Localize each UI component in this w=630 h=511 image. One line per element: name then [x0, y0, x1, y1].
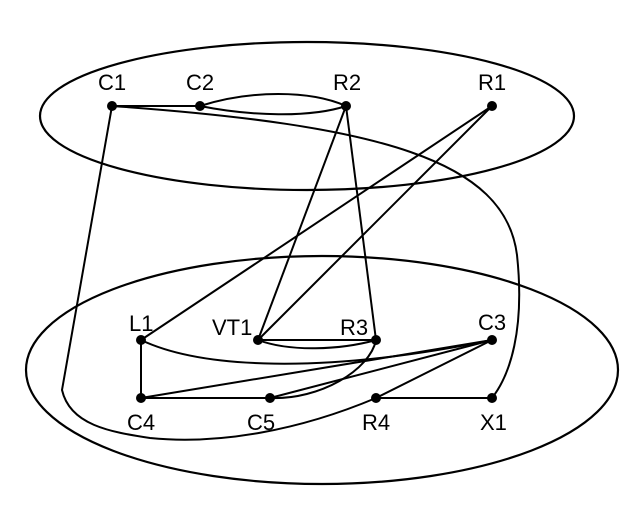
node-c1-dot	[107, 101, 117, 111]
node-c3-label: C3	[478, 310, 506, 335]
node-vt1-label: VT1	[212, 315, 252, 340]
node-r4-label: R4	[362, 410, 390, 435]
edge-c2-r2-lower	[199, 105, 347, 116]
node-x1-dot	[487, 393, 497, 403]
edges	[60, 93, 521, 441]
node-c2-label: C2	[186, 70, 214, 95]
node-l1-dot	[136, 335, 146, 345]
node-x1-label: X1	[480, 410, 507, 435]
nodes	[107, 101, 497, 403]
node-c2-dot	[195, 101, 205, 111]
node-c4-dot	[136, 393, 146, 403]
node-r2-label: R2	[333, 70, 361, 95]
node-r1-dot	[487, 101, 497, 111]
node-r2-dot	[341, 101, 351, 111]
node-labels: C1 C2 R2 R1 L1 VT1 R3 C3 C4 C5 R4 X1	[98, 70, 507, 435]
upper-group-ellipse	[38, 40, 576, 192]
edge-c1-x1	[111, 105, 521, 399]
edge-r2-r3	[345, 105, 377, 341]
node-r4-dot	[371, 393, 381, 403]
edge-r4-c3	[375, 339, 493, 399]
node-c1-label: C1	[98, 70, 126, 95]
edge-c4-c3	[140, 339, 493, 399]
node-c5-label: C5	[247, 410, 275, 435]
node-l1-label: L1	[129, 311, 153, 336]
node-r3-dot	[371, 335, 381, 345]
node-vt1-dot	[253, 335, 263, 345]
node-c4-label: C4	[127, 410, 155, 435]
lower-group-ellipse	[24, 254, 620, 486]
edge-r2-vt1	[257, 105, 347, 341]
edge-c1-r4	[60, 105, 377, 441]
node-c3-dot	[487, 335, 497, 345]
edge-r1-l1	[140, 105, 493, 341]
node-c5-dot	[265, 393, 275, 403]
edge-r1-vt1	[257, 105, 493, 341]
node-r1-label: R1	[478, 70, 506, 95]
edge-l1-c3	[140, 339, 493, 365]
node-r3-label: R3	[340, 315, 368, 340]
edge-c5-c3	[269, 339, 493, 399]
edge-c2-r2-upper	[199, 93, 347, 107]
